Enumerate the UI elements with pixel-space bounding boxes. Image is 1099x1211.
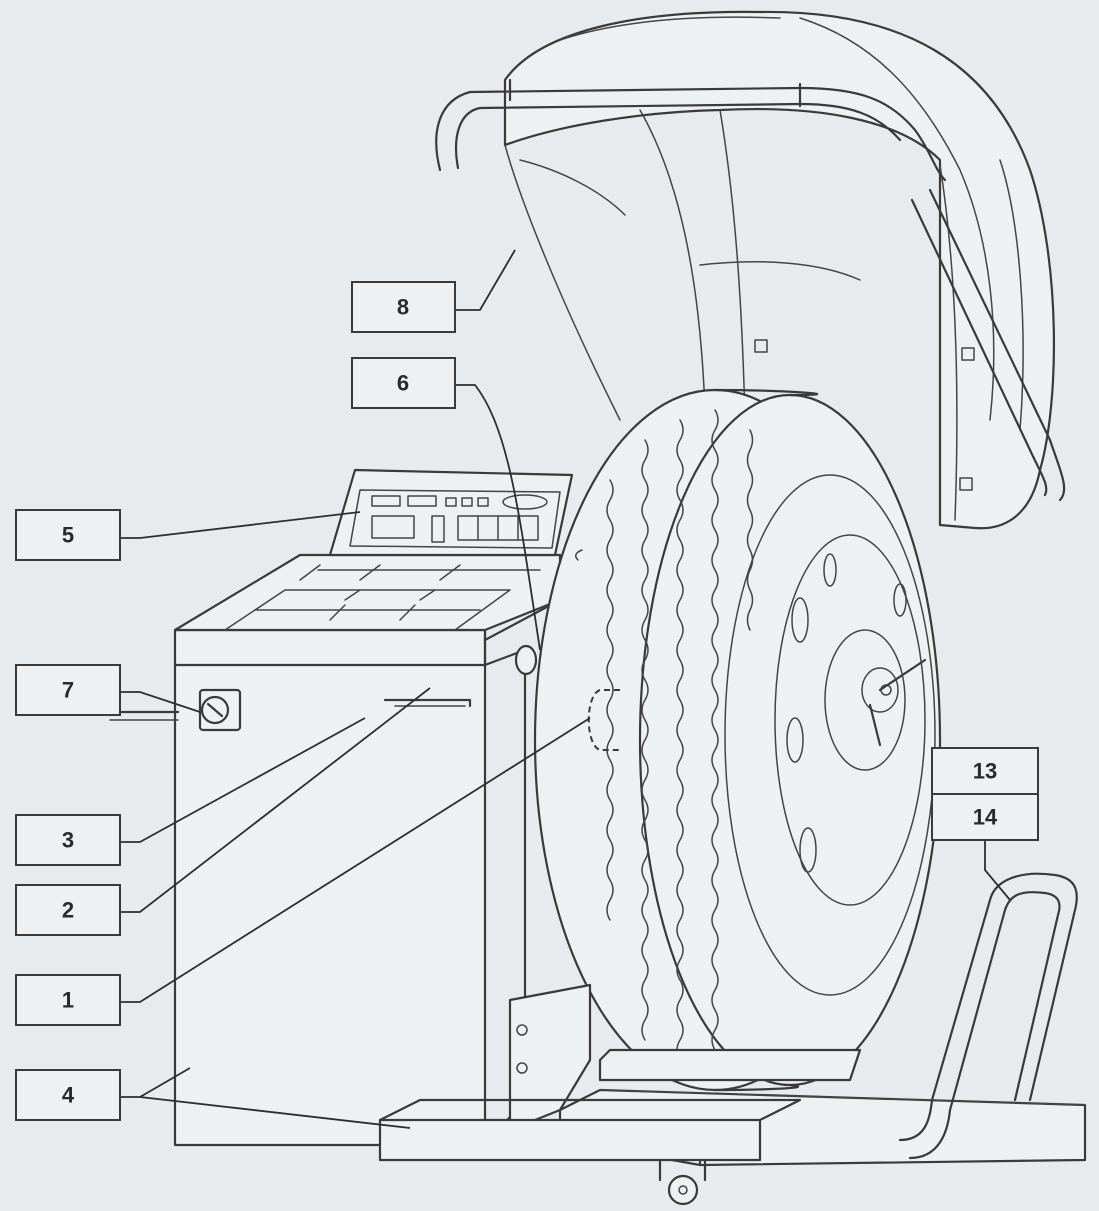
callout-14-label: 14 xyxy=(973,805,998,830)
leader-7 xyxy=(120,691,201,713)
leader-4b xyxy=(139,1096,411,1129)
callout-1-label: 1 xyxy=(62,988,74,1013)
callout-2-label: 2 xyxy=(62,898,74,923)
leader-lines xyxy=(120,249,1011,1129)
callout-3: 3 xyxy=(15,814,121,866)
callout-5: 5 xyxy=(15,509,121,561)
callout-13: 13 xyxy=(931,747,1039,795)
callout-3-label: 3 xyxy=(62,828,74,853)
machine-cabinet xyxy=(108,468,582,1147)
callout-6-label: 6 xyxy=(397,371,409,396)
callout-14: 14 xyxy=(931,793,1039,841)
leader-2 xyxy=(120,687,431,913)
callout-13-label: 13 xyxy=(973,759,997,784)
callout-8-label: 8 xyxy=(397,295,409,320)
leader-1 xyxy=(120,717,591,1003)
truck-wheel xyxy=(533,388,942,1092)
leader-6 xyxy=(455,384,541,651)
callout-4: 4 xyxy=(15,1069,121,1121)
callout-6: 6 xyxy=(351,357,456,409)
callout-2: 2 xyxy=(15,884,121,936)
leader-3 xyxy=(120,717,366,843)
callout-5-label: 5 xyxy=(62,523,74,548)
wheel-lift xyxy=(378,872,1087,1206)
leader-13-14 xyxy=(984,830,1011,901)
leader-8 xyxy=(455,249,516,311)
callout-1: 1 xyxy=(15,974,121,1026)
wheel-guard xyxy=(435,10,1066,530)
callout-7-label: 7 xyxy=(62,678,74,703)
callout-8: 8 xyxy=(351,281,456,333)
leader-5 xyxy=(120,511,361,539)
callout-4-label: 4 xyxy=(62,1083,75,1108)
callout-7: 7 xyxy=(15,664,121,716)
